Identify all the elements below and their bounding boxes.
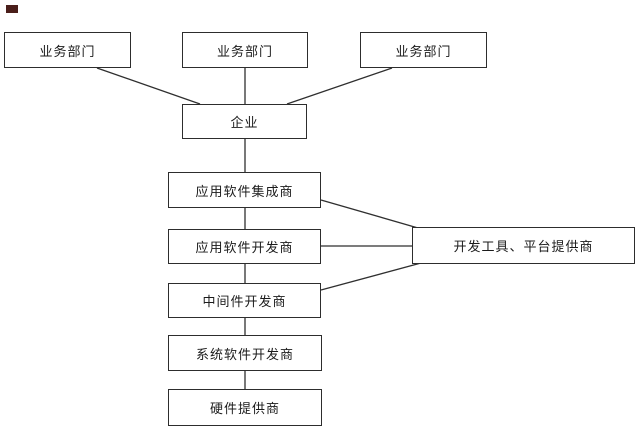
node-app-software-integrator: 应用软件集成商 xyxy=(168,172,321,208)
node-label: 应用软件开发商 xyxy=(195,241,294,256)
node-label: 业务部门 xyxy=(395,44,452,60)
node-hardware-provider: 硬件提供商 xyxy=(168,389,322,426)
edge-business3-enterprise xyxy=(286,67,393,105)
node-business-dept-2: 业务部门 xyxy=(182,32,308,68)
edge-integrator-tools xyxy=(320,199,419,229)
node-label: 应用软件集成商 xyxy=(195,184,294,200)
node-app-software-developer: 应用软件开发商 xyxy=(168,229,321,264)
node-label: 中间件开发商 xyxy=(202,295,287,310)
node-system-software-developer: 系统软件开发商 xyxy=(168,335,322,371)
node-label: 系统软件开发商 xyxy=(195,347,294,363)
node-middleware-developer: 中间件开发商 xyxy=(168,283,321,318)
node-business-dept-1: 业务部门 xyxy=(4,32,131,68)
edge-middleware-tools xyxy=(320,262,422,291)
node-business-dept-3: 业务部门 xyxy=(360,32,487,68)
node-dev-tools-platform-provider: 开发工具、平台提供商 xyxy=(412,227,635,264)
node-label: 企业 xyxy=(230,116,259,131)
node-label: 业务部门 xyxy=(216,44,273,60)
corner-artifact-mark xyxy=(6,5,18,13)
node-label: 开发工具、平台提供商 xyxy=(453,240,594,255)
node-label: 业务部门 xyxy=(39,44,96,60)
edge-business1-enterprise xyxy=(96,67,201,105)
node-enterprise: 企业 xyxy=(182,104,307,139)
node-label: 硬件提供商 xyxy=(209,402,280,417)
